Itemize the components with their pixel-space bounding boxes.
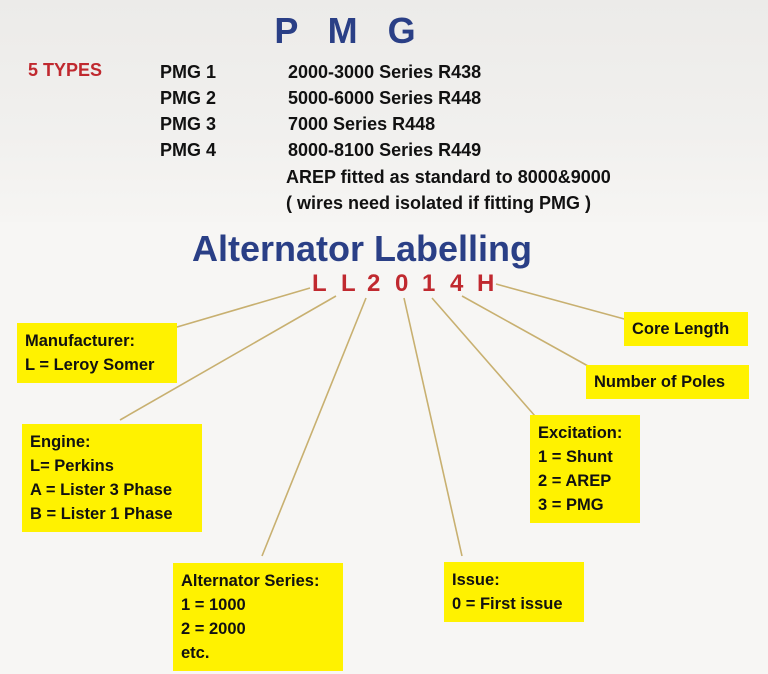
leader-line — [119, 295, 337, 421]
box-line: 0 = First issue — [452, 595, 563, 613]
types-label: 5 TYPES — [28, 60, 103, 80]
box-line: 1 = Shunt — [538, 448, 613, 466]
code-char: 2 — [367, 270, 381, 297]
leader-line — [461, 295, 589, 367]
pmg-row-name: PMG 1 — [160, 62, 217, 82]
excitation-box: Excitation: 1 = Shunt 2 = AREP 3 = PMG — [530, 415, 640, 523]
box-line: L = Leroy Somer — [25, 356, 155, 374]
pmg-row-desc: 7000 Series R448 — [288, 114, 436, 134]
manufacturer-box: Manufacturer: L = Leroy Somer — [17, 323, 177, 383]
issue-box: Issue: 0 = First issue — [444, 562, 584, 622]
box-title: Number of Poles — [594, 373, 726, 391]
box-line: 2 = AREP — [538, 472, 612, 490]
box-title: Engine: — [30, 433, 91, 451]
number-of-poles-box: Number of Poles — [586, 365, 749, 399]
arep-note: AREP fitted as standard to 8000&9000 — [286, 167, 611, 187]
box-line: etc. — [181, 644, 210, 662]
pmg-title: P M G — [274, 10, 426, 51]
leader-line — [261, 297, 367, 557]
pmg-row-desc: 8000-8100 Series R449 — [288, 140, 482, 160]
box-title: Manufacturer: — [25, 332, 136, 350]
pmg-row-name: PMG 3 — [160, 114, 217, 134]
box-line: 3 = PMG — [538, 496, 604, 514]
box-title: Core Length — [632, 320, 730, 338]
box-title: Issue: — [452, 571, 500, 589]
code-char: 1 — [422, 270, 436, 297]
leader-line — [431, 297, 536, 417]
pmg-row-name: PMG 2 — [160, 88, 217, 108]
box-line: A = Lister 3 Phase — [30, 481, 172, 499]
code-char: 0 — [395, 270, 409, 297]
box-line: 2 = 2000 — [181, 620, 246, 638]
box-line: B = Lister 1 Phase — [30, 505, 173, 523]
code-char: 4 — [450, 270, 464, 297]
leader-line — [495, 283, 629, 321]
core-length-box: Core Length — [624, 312, 748, 346]
wires-note: ( wires need isolated if fitting PMG ) — [286, 193, 592, 213]
leader-line — [159, 287, 311, 333]
box-title: Excitation: — [538, 424, 623, 442]
pmg-row-desc: 5000-6000 Series R448 — [288, 88, 482, 108]
box-line: L= Perkins — [30, 457, 114, 475]
box-line: 1 = 1000 — [181, 596, 246, 614]
labelling-title: Alternator Labelling — [192, 228, 533, 269]
code-char: H — [477, 270, 495, 297]
code-char: L — [341, 270, 356, 297]
pmg-row-desc: 2000-3000 Series R438 — [288, 62, 482, 82]
leader-line — [403, 297, 463, 557]
alternator-series-box: Alternator Series: 1 = 1000 2 = 2000 etc… — [173, 563, 343, 671]
engine-box: Engine: L= Perkins A = Lister 3 Phase B … — [22, 424, 202, 532]
pmg-row-name: PMG 4 — [160, 140, 217, 160]
box-title: Alternator Series: — [181, 572, 320, 590]
pmg-background-band — [0, 0, 768, 222]
code-char: L — [312, 270, 327, 297]
